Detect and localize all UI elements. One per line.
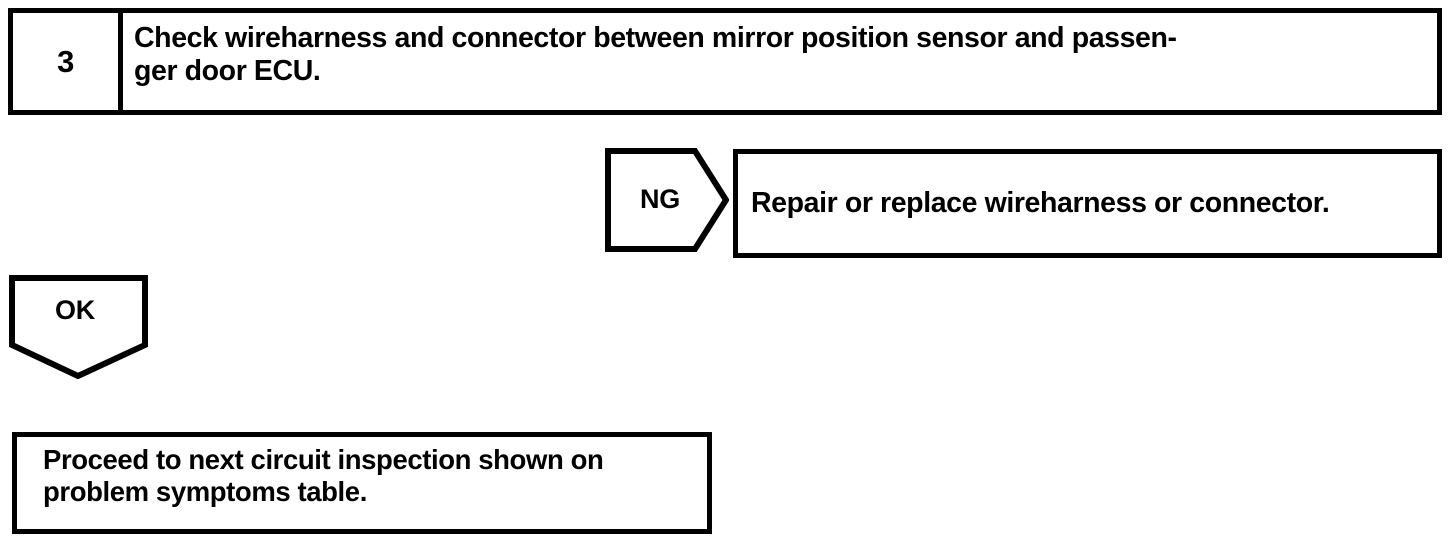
step-number: 3 <box>57 44 74 79</box>
ng-arrow-icon <box>605 148 729 252</box>
ok-branch-arrow: OK <box>9 275 148 379</box>
step-3-row: 3 Check wireharness and connector betwee… <box>8 8 1442 115</box>
ng-result-text: Repair or replace wireharness or connect… <box>751 186 1330 219</box>
ok-branch-label: OK <box>55 295 95 325</box>
ng-result-box: Repair or replace wireharness or connect… <box>733 149 1442 258</box>
ok-arrow-icon <box>9 275 148 379</box>
step-instruction-cell: Check wireharness and connector between … <box>123 13 1437 110</box>
step-number-cell: 3 <box>13 13 123 110</box>
ng-branch-label: NG <box>640 184 680 214</box>
ng-branch-arrow: NG <box>605 148 729 252</box>
step-instruction-text: Check wireharness and connector between … <box>134 22 1177 88</box>
ok-result-text: Proceed to next circuit inspection shown… <box>43 444 604 508</box>
ok-result-box: Proceed to next circuit inspection shown… <box>12 432 712 534</box>
